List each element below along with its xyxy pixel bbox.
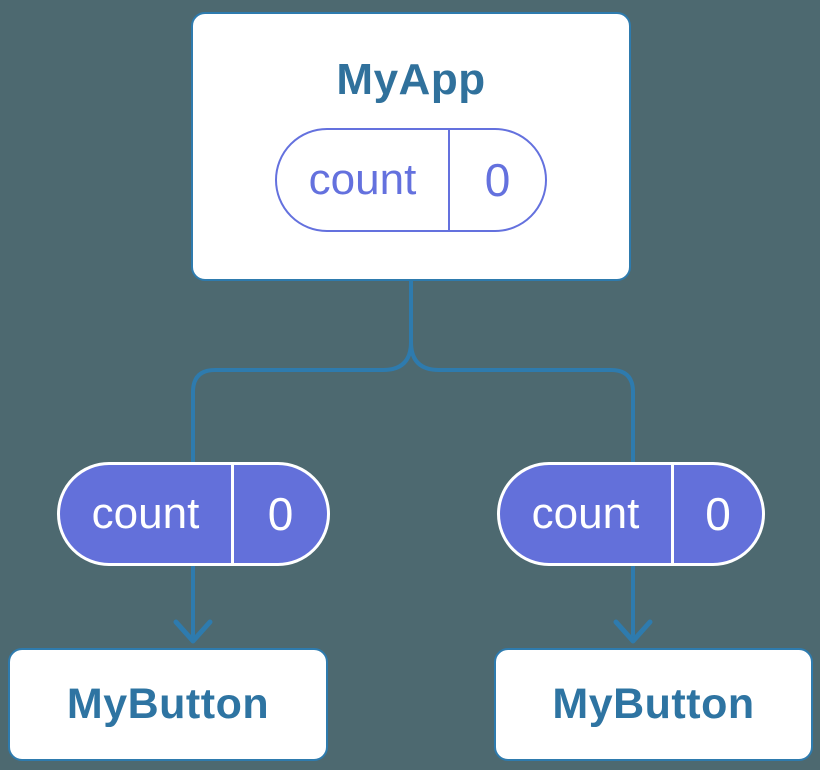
right-prop-value: 0: [705, 488, 731, 540]
right-mybutton-title: MyButton: [552, 680, 755, 728]
left-mybutton-title: MyButton: [66, 680, 270, 728]
arrowhead-left-icon: [173, 619, 213, 644]
left-prop-name: count: [91, 489, 200, 538]
myapp-card: MyApp count 0: [191, 12, 631, 281]
right-prop-pill: count 0: [497, 462, 765, 566]
root-state-pill-divider: [448, 130, 450, 230]
left-prop-value: 0: [267, 488, 294, 540]
root-state-name: count: [308, 155, 417, 204]
edge-root-to-left-child: [191, 280, 413, 640]
root-state-pill: count 0: [275, 128, 547, 232]
arrowhead-right-icon: [613, 619, 653, 644]
left-mybutton-card: MyButton: [8, 648, 328, 761]
right-mybutton-card: MyButton: [494, 648, 813, 761]
root-state-value: 0: [484, 154, 511, 206]
right-prop-pill-divider: [671, 465, 674, 563]
right-prop-name: count: [531, 489, 640, 538]
myapp-title: MyApp: [336, 55, 486, 104]
left-prop-pill-divider: [231, 465, 234, 563]
edge-root-to-right-child: [409, 341, 635, 640]
left-prop-pill: count 0: [57, 462, 330, 566]
